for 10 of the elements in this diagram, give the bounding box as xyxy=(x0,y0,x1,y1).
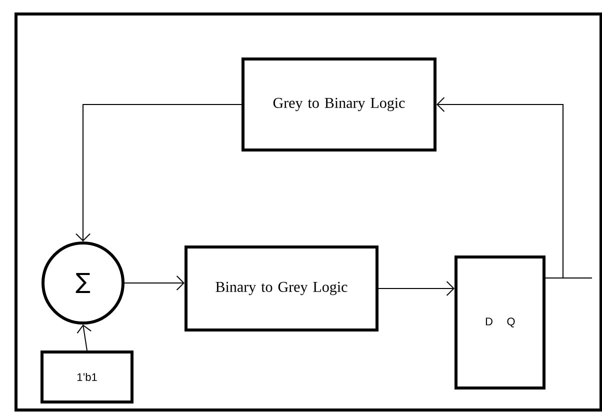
flip-flop-box: D Q xyxy=(454,255,546,390)
arrow xyxy=(124,275,184,290)
logic-box: Grey to Binary Logic xyxy=(242,58,436,152)
arrow xyxy=(76,104,242,242)
logic-box: Binary to Grey Logic xyxy=(184,246,378,332)
arrow xyxy=(436,97,564,278)
constant-box: 1’b1 xyxy=(40,350,134,404)
arrow xyxy=(378,280,454,296)
wire xyxy=(545,277,592,278)
arrow xyxy=(76,324,92,351)
